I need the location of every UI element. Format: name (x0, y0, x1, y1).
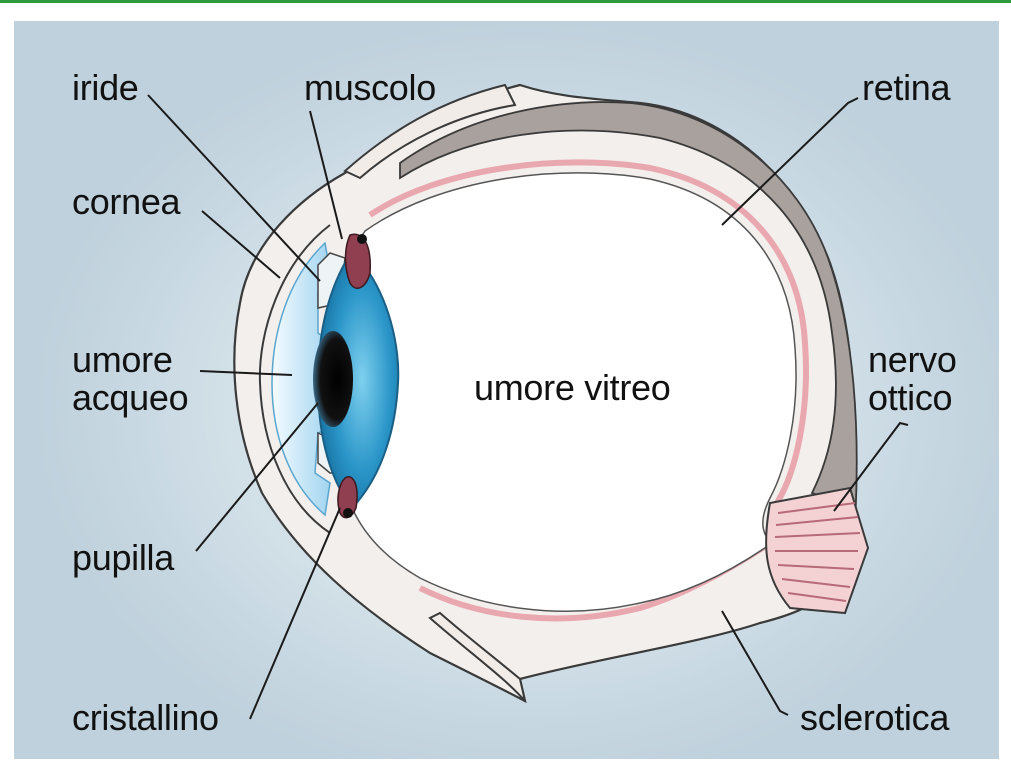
pupil-shape (313, 331, 353, 427)
label-cristallino: cristallino (72, 699, 219, 737)
label-sclerotica: sclerotica (800, 699, 949, 737)
ciliary-muscle-upper (346, 234, 371, 288)
label-iride: iride (72, 69, 139, 107)
label-nervo-ottico-2: ottico (868, 379, 952, 417)
label-pupilla: pupilla (72, 539, 174, 577)
label-umore-acqueo-2: acqueo (72, 379, 188, 417)
label-muscolo: muscolo (304, 69, 436, 107)
label-umore-acqueo-1: umore (72, 341, 173, 379)
label-nervo-ottico-1: nervo (868, 341, 957, 379)
label-cornea: cornea (72, 183, 180, 221)
label-umore-vitreo: umore vitreo (474, 369, 670, 407)
label-retina: retina (862, 69, 950, 107)
